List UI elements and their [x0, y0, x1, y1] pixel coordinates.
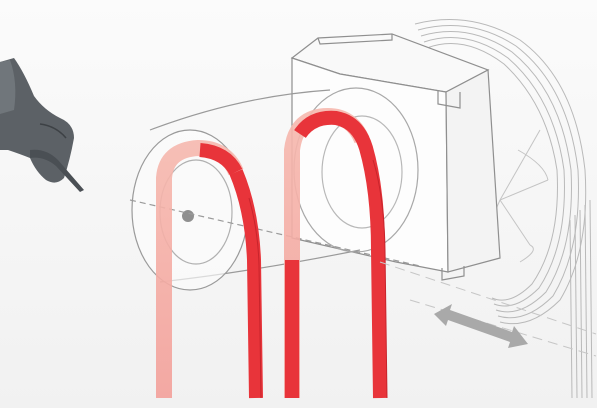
motor-tape-diagram: [0, 0, 597, 408]
diagram-stage: [0, 0, 597, 408]
